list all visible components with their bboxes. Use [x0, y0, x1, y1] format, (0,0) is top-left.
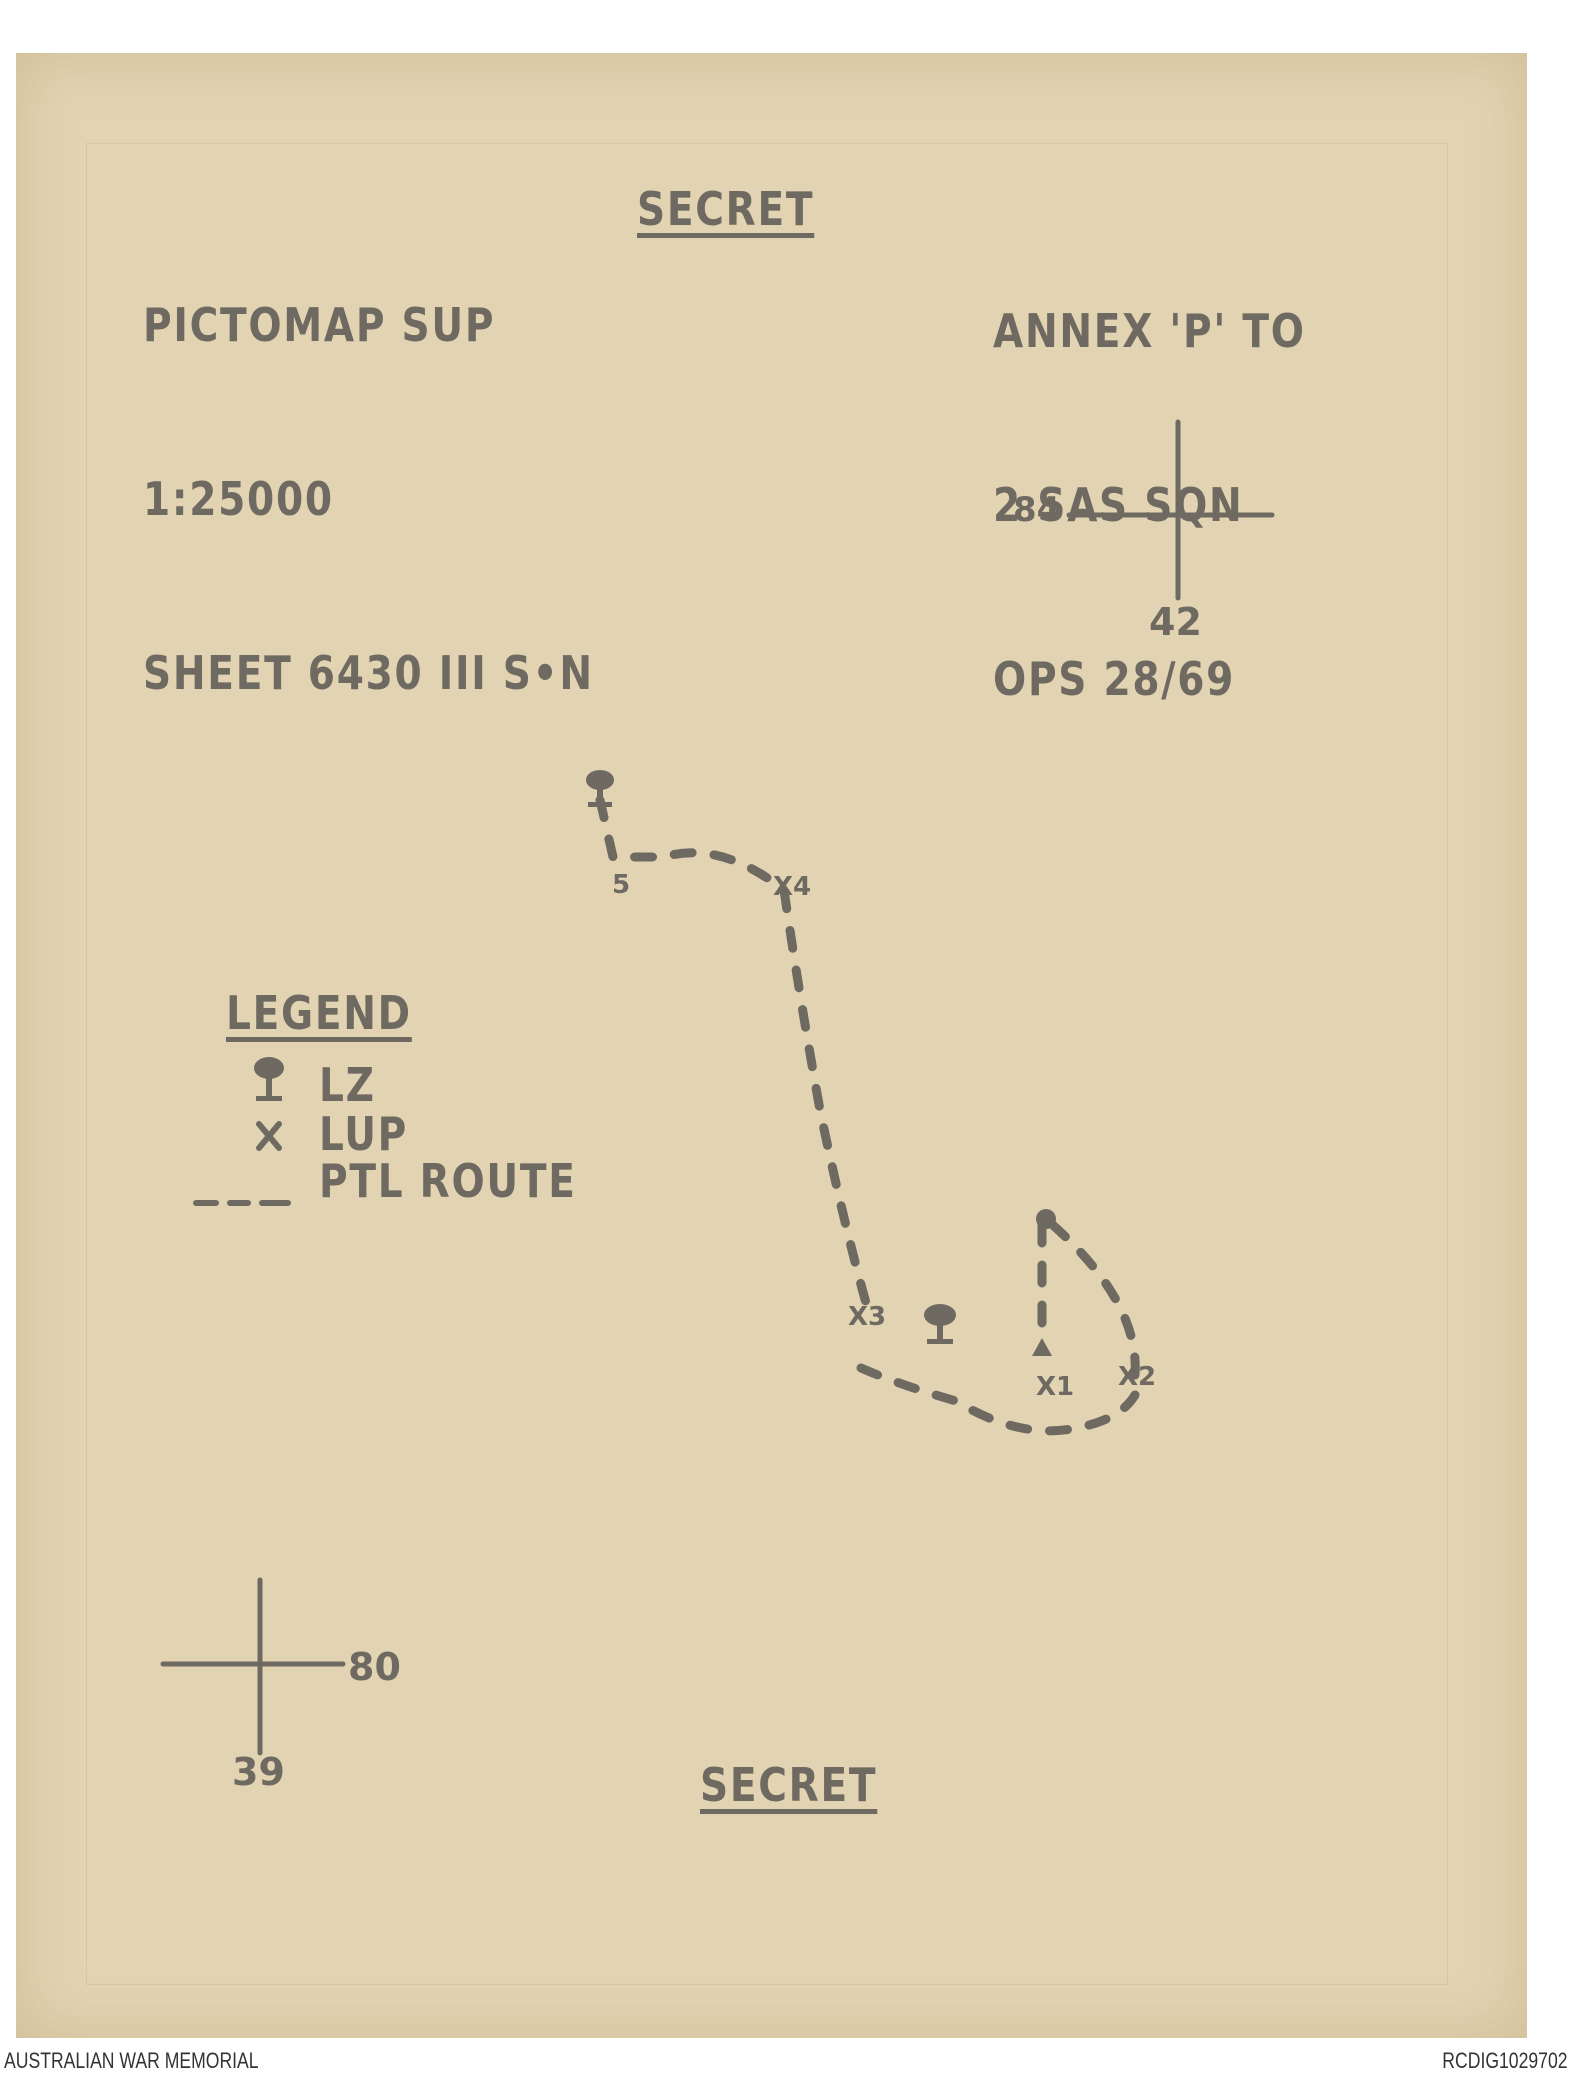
legend-title: LEGEND [226, 986, 412, 1040]
map-sheet [16, 53, 1527, 2038]
map-sheet-number: SHEET 6430 III S•N [143, 646, 594, 700]
lz-icon [924, 1304, 956, 1344]
legend-label-lup: LUP [319, 1107, 409, 1161]
legend-label-ptl-route: PTL ROUTE [319, 1154, 577, 1208]
map-scale: 1:25000 [143, 472, 334, 526]
footer-catalog-id: RCDIG1029702 [1442, 2048, 1568, 2073]
patrol-route [595, 795, 1140, 1436]
triangle-marker [1032, 1338, 1052, 1356]
unit-line: 2 SAS SQN [993, 478, 1244, 532]
header-left: PICTOMAP SUP 1:25000 SHEET 6430 III S•N [143, 180, 594, 760]
header-right: ANNEX 'P' TO 2 SAS SQN OPS 28/69 [993, 186, 1306, 766]
map-title: PICTOMAP SUP [143, 298, 496, 352]
annex-line: ANNEX 'P' TO [993, 304, 1306, 358]
inner-border [86, 143, 1448, 1985]
lup-label-5: 5 [612, 870, 631, 900]
classification-bottom: SECRET [700, 1758, 878, 1812]
grid-label-39: 39 [232, 1750, 285, 1794]
star-marker [1036, 1209, 1056, 1229]
grid-label-84: 84 [1013, 490, 1061, 530]
legend-x-icon [256, 1121, 282, 1151]
grid-label-80: 80 [348, 1645, 401, 1689]
legend-label-lz: LZ [319, 1058, 376, 1112]
lup-label-1: X1 [1036, 1372, 1075, 1402]
classification-top: SECRET [637, 182, 815, 236]
lup-label-2: X2 [1118, 1362, 1157, 1392]
lz-icon [586, 770, 614, 807]
ops-line: OPS 28/69 [993, 652, 1236, 706]
footer-institution: AUSTRALIAN WAR MEMORIAL [4, 2048, 259, 2073]
legend-lz-icon [254, 1057, 284, 1101]
lup-label-3: X3 [848, 1302, 887, 1332]
lup-label-4: X4 [773, 872, 812, 902]
grid-label-42: 42 [1149, 600, 1202, 644]
